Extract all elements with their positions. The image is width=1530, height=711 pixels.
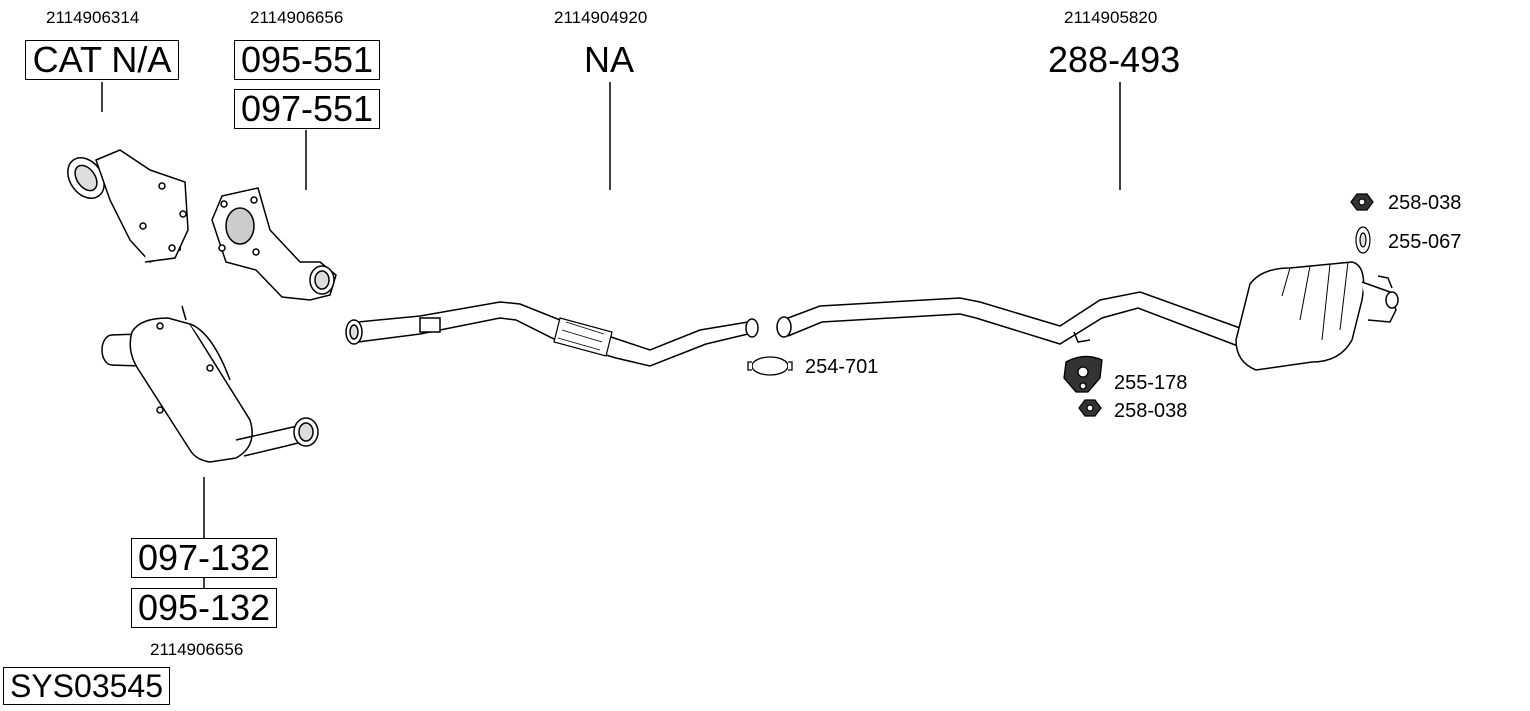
rear-muffler-part [1235,261,1399,371]
rear-pipe-part [776,291,1241,347]
ring-gasket-icon [1355,226,1371,254]
part-number-cat: CAT N/A [25,40,179,80]
accessory-label-nut-lower: 258-038 [1114,400,1188,422]
clamp-icon [747,356,793,376]
nut-upper-icon [1350,193,1374,211]
accessory-label-hanger-rubber: 255-178 [1114,372,1188,394]
accessory-label-ring-gasket: 255-067 [1388,231,1462,253]
oem-number-front-cat: 2114906656 [250,8,344,27]
part-number-dpf-a: 097-132 [131,538,277,578]
dpf-part [101,305,319,463]
oem-number-cat: 2114906314 [46,8,140,27]
hanger-rubber-icon [1063,355,1103,393]
oem-number-front-pipe: 2114904920 [554,8,648,27]
part-number-front-pipe: NA [584,39,635,80]
part-number-rear-muffler: 288-493 [1048,39,1181,80]
flex-joint [553,317,613,357]
part-number-front-cat-b: 097-551 [234,89,380,129]
nut-lower-icon [1078,399,1102,417]
front-pipe-part [345,301,759,367]
catalyst-part [67,149,189,263]
oem-number-dpf: 2114906656 [150,640,244,659]
part-number-front-cat-a: 095-551 [234,40,380,80]
system-id: SYS03545 [3,667,170,705]
front-catalyst-part [211,187,337,301]
accessory-label-clamp: 254-701 [805,356,879,378]
accessory-label-nut-upper: 258-038 [1388,192,1462,214]
part-number-dpf-b: 095-132 [131,588,277,628]
oem-number-rear-muffler: 2114905820 [1064,8,1158,27]
